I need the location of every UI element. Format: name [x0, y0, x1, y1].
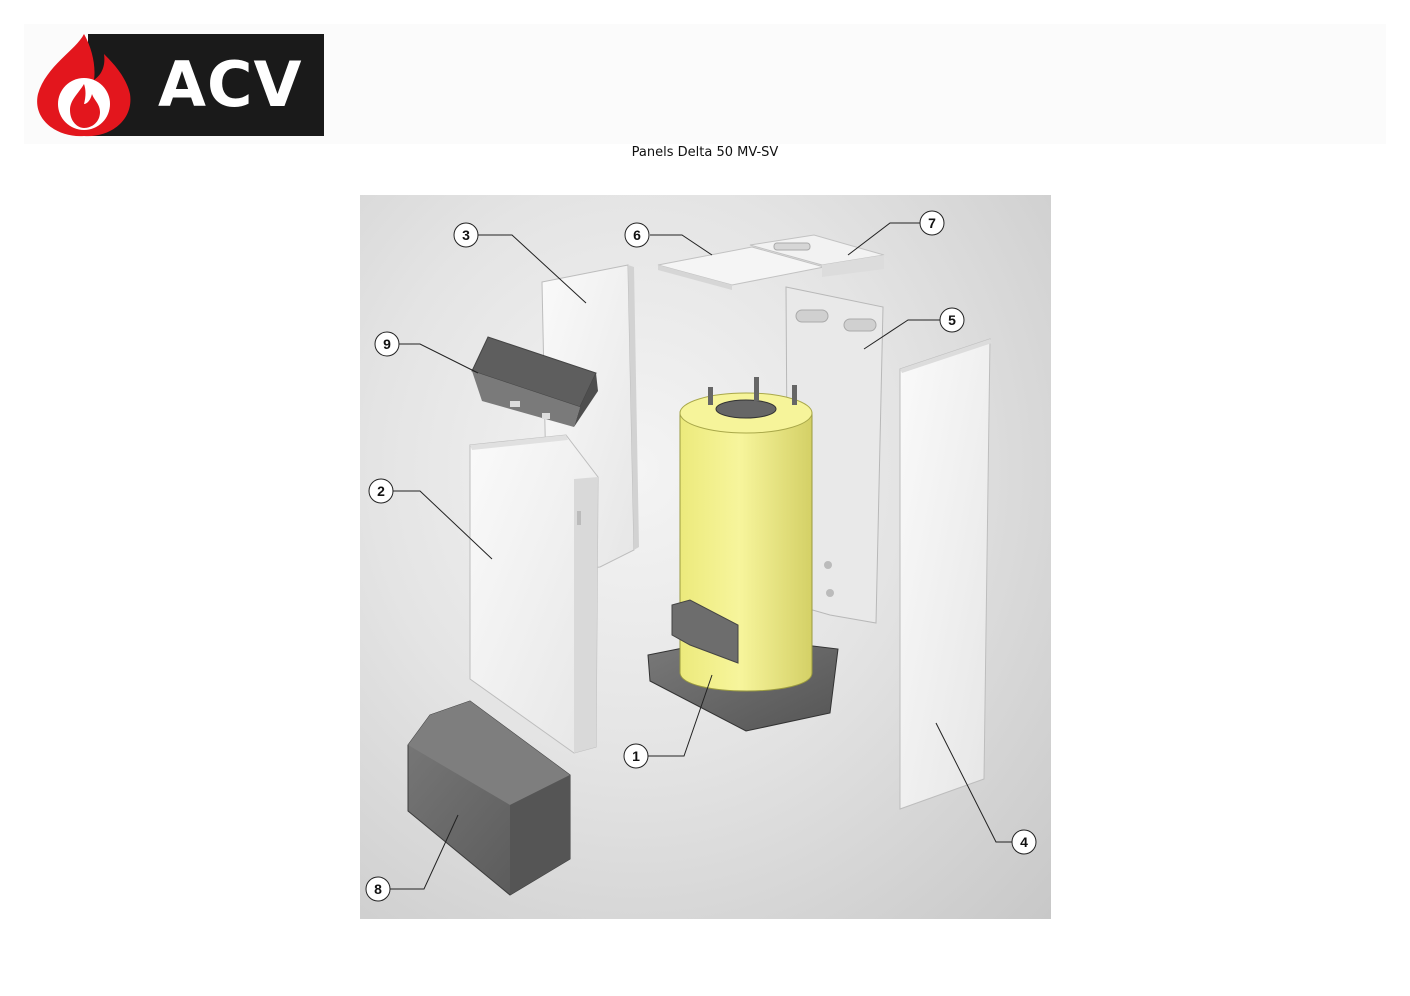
logo-text: ACV [158, 48, 303, 121]
leader-lines [390, 222, 1012, 890]
callout-8: 8 [365, 876, 391, 902]
callout-2: 2 [368, 478, 394, 504]
page-title: Panels Delta 50 MV-SV [631, 145, 779, 160]
svg-text:9: 9 [383, 336, 391, 352]
callout-5: 5 [939, 307, 965, 333]
leader-5 [863, 319, 940, 350]
callout-6: 6 [624, 222, 650, 248]
part-1-base-tank [647, 377, 839, 732]
exploded-parts-diagram: 3 6 7 5 9 2 1 [360, 195, 1051, 919]
leader-9 [398, 343, 479, 374]
svg-text:8: 8 [374, 881, 382, 897]
acv-logo: ACV [34, 32, 326, 138]
logo-box: ACV [88, 34, 324, 136]
svg-text:4: 4 [1020, 834, 1028, 850]
callout-1: 1 [623, 743, 649, 769]
callout-4: 4 [1011, 829, 1037, 855]
svg-text:3: 3 [462, 227, 470, 243]
part-7-top-strip [749, 234, 885, 277]
callout-7: 7 [919, 210, 945, 236]
diagram-canvas: 3 6 7 5 9 2 1 [365, 210, 1037, 902]
svg-text:7: 7 [928, 215, 936, 231]
leader-8 [390, 814, 459, 890]
callouts: 3 6 7 5 9 2 1 [365, 210, 1037, 902]
leader-4 [935, 722, 1012, 843]
callout-9: 9 [374, 331, 400, 357]
part-8-bottom-cover [407, 700, 571, 896]
part-2-front-panel [469, 434, 599, 754]
part-4-side-panel [899, 338, 992, 810]
leader-2 [392, 490, 493, 560]
leader-7 [847, 222, 920, 256]
part-9-control-box [471, 336, 598, 427]
svg-text:1: 1 [632, 748, 640, 764]
leader-3 [478, 234, 587, 304]
svg-text:5: 5 [948, 312, 956, 328]
svg-text:2: 2 [377, 483, 385, 499]
svg-text:6: 6 [633, 227, 641, 243]
flame-icon [37, 34, 131, 137]
callout-3: 3 [453, 222, 479, 248]
leader-6 [650, 234, 713, 256]
leader-1 [648, 674, 713, 757]
